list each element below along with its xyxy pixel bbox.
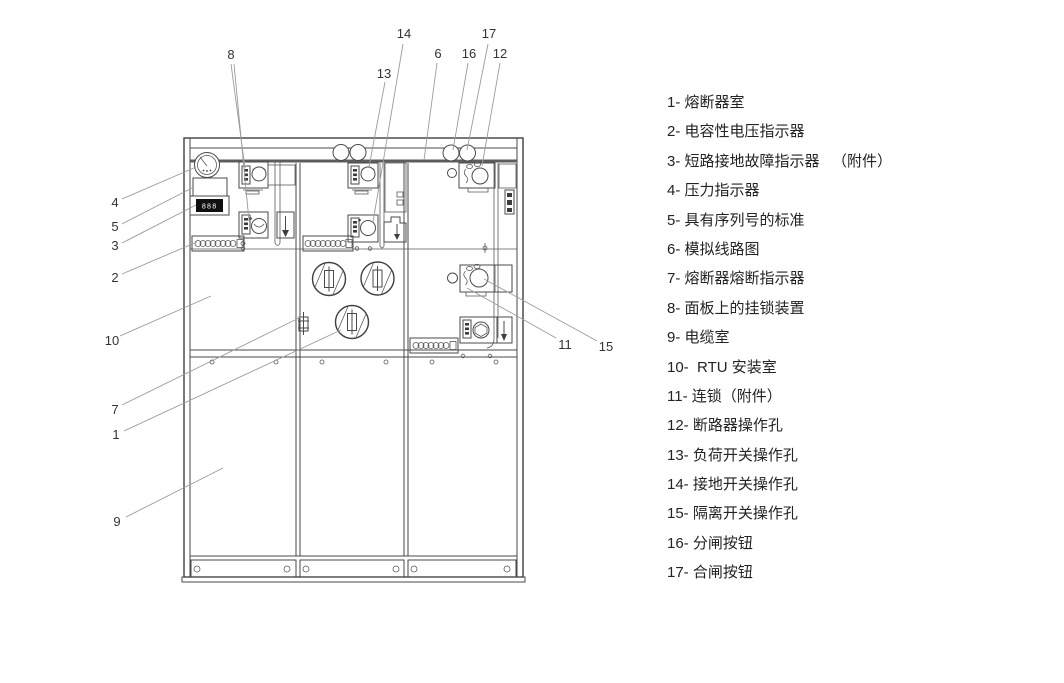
capacitive-voltage-indicator-left — [191, 235, 245, 252]
callout-5: 5 — [111, 219, 118, 234]
load-switch-mechanism-left — [238, 161, 296, 246]
earthing-switch-mechanism-right — [459, 316, 513, 359]
earthing-switch-mechanism-left — [238, 211, 295, 251]
legend-item-17: 17- 合闸按钮 — [667, 564, 753, 582]
callout-9: 9 — [113, 514, 120, 529]
mimic-node-circles — [332, 144, 367, 161]
legend-item-3: 3- 短路接地故障指示器 （附件） — [667, 152, 893, 170]
legend-item-6: 6- 模拟线路图 — [667, 240, 760, 258]
callout-4: 4 — [111, 195, 118, 210]
capacitive-voltage-indicator-middle — [302, 235, 354, 252]
callout-11: 11 — [558, 337, 572, 352]
callout-17: 17 — [482, 26, 496, 41]
bolt-symbol-right — [482, 243, 488, 253]
callout-8: 8 — [227, 47, 234, 62]
serial-number-nameplate — [192, 177, 228, 197]
callout-12: 12 — [493, 46, 507, 61]
legend-item-5: 5- 具有序列号的标准 — [667, 211, 805, 229]
pressure-gauge — [194, 152, 220, 178]
legend-item-1: 1- 熔断器室 — [667, 94, 745, 111]
close-button — [459, 144, 476, 162]
callout-3: 3 — [111, 238, 118, 253]
callout-2: 2 — [111, 270, 118, 285]
legend-item-15: 15- 隔离开关操作孔 — [667, 505, 798, 523]
legend-item-10: 10- RTU 安装室 — [667, 358, 777, 376]
callout-14: 14 — [397, 26, 411, 41]
fuse-window-1 — [311, 261, 347, 297]
fault-indicator-display: 888 — [189, 195, 230, 216]
fuse-indicator-strip — [504, 189, 515, 215]
legend: 1- 熔断器室 2- 电容性电压指示器 3- 短路接地故障指示器 （附件） 4-… — [667, 88, 1057, 588]
fuse-window-2 — [360, 261, 395, 296]
fuse-window-3 — [334, 304, 370, 340]
callout-16: 16 — [462, 46, 476, 61]
fuse-blown-indicator — [298, 312, 309, 335]
switchgear-front-view-diagram: 888 — [105, 26, 613, 583]
callout-1: 1 — [112, 427, 119, 442]
callout-7: 7 — [111, 402, 118, 417]
load-switch-mechanism-middle — [347, 162, 407, 249]
legend-item-8: 8- 面板上的挂锁装置 — [667, 299, 805, 317]
callout-numbers: 8 14 13 6 16 17 12 4 5 3 2 10 7 1 9 11 1… — [105, 26, 613, 529]
legend-item-11: 11- 连锁（附件） — [667, 387, 782, 405]
legend-item-16: 16- 分闸按钮 — [667, 534, 753, 552]
open-button — [442, 144, 460, 162]
legend-item-7: 7- 熔断器熔断指示器 — [667, 270, 805, 288]
legend-item-4: 4- 压力指示器 — [667, 182, 760, 200]
callout-13: 13 — [377, 66, 391, 81]
isolating-switch-mechanism — [447, 263, 513, 297]
legend-item-12: 12- 断路器操作孔 — [667, 417, 783, 435]
legend-item-9: 9- 电缆室 — [667, 329, 730, 347]
legend-item-2: 2- 电容性电压指示器 — [667, 123, 805, 141]
capacitive-voltage-indicator-right — [409, 337, 459, 354]
callout-15: 15 — [599, 339, 613, 354]
circuit-breaker-mechanism — [447, 161, 517, 349]
legend-item-13: 13- 负荷开关操作孔 — [667, 446, 798, 464]
callout-10: 10 — [105, 333, 119, 348]
legend-item-14: 14- 接地开关操作孔 — [667, 476, 798, 494]
earthing-switch-mechanism-middle — [347, 214, 407, 251]
cabinet-frame — [181, 137, 526, 583]
callout-6: 6 — [434, 46, 441, 61]
leader-lines — [119, 43, 598, 518]
fault-indicator-value: 888 — [202, 204, 218, 212]
